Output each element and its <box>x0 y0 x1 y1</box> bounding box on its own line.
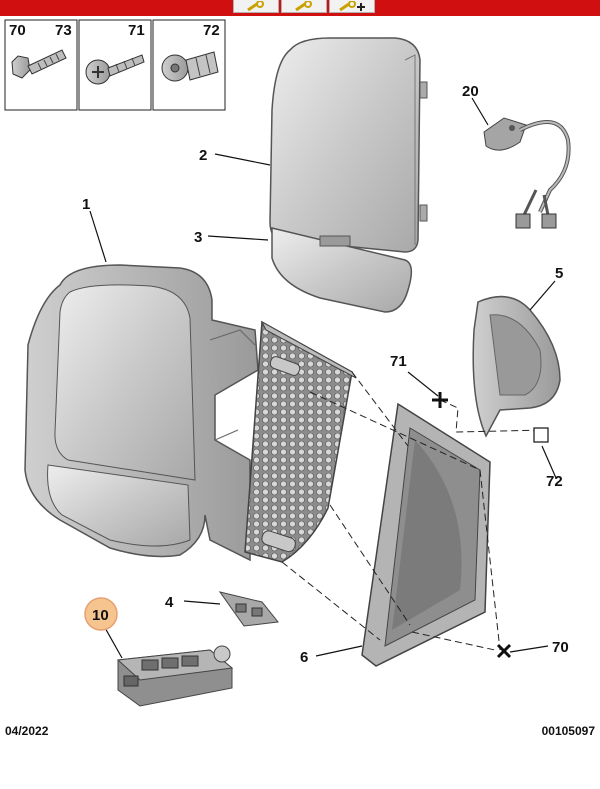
part-2-upper-glass <box>269 37 428 253</box>
leader-lines <box>89 97 557 659</box>
callout-6[interactable]: 6 <box>300 649 308 666</box>
callout-71[interactable]: 71 <box>390 353 407 370</box>
fastener-legend: 70 73 71 72 <box>4 19 226 111</box>
footer-date: 04/2022 <box>5 724 49 738</box>
callout-20[interactable]: 20 <box>462 83 479 100</box>
callout-2[interactable]: 2 <box>199 147 207 164</box>
marker-plus-icon <box>432 392 448 408</box>
legend-label-70: 70 <box>9 22 26 39</box>
part-6-frame <box>361 402 491 667</box>
wrench-key-plus-icon <box>339 0 365 11</box>
part-20-sensor-harness <box>483 117 571 229</box>
assembly-guide-lines <box>281 371 549 651</box>
hex-bolt-icon <box>11 49 67 79</box>
legend-label-72: 72 <box>203 22 220 39</box>
callout-1[interactable]: 1 <box>82 196 90 213</box>
wrench-key-icon <box>295 0 312 11</box>
wrench-key-icon <box>247 0 264 11</box>
callout-10[interactable]: 10 <box>92 607 109 624</box>
toolbar-button-3[interactable] <box>329 0 375 13</box>
part-5-cap <box>472 295 561 438</box>
part-1-mirror-housing <box>24 264 259 562</box>
callout-70[interactable]: 70 <box>552 639 569 656</box>
mirror-motor-plate <box>244 320 357 563</box>
toolbar-button-2[interactable] <box>281 0 327 13</box>
legend-label-71: 71 <box>128 22 145 39</box>
marker-square-icon <box>533 427 549 443</box>
callout-10-highlight[interactable] <box>84 597 118 631</box>
screw-icon <box>85 54 145 85</box>
footer-reference: 00105097 <box>541 724 595 738</box>
marker-cross-icon <box>496 643 512 659</box>
callout-5[interactable]: 5 <box>555 265 563 282</box>
part-3-lower-glass <box>271 227 413 313</box>
callout-4[interactable]: 4 <box>165 594 174 611</box>
toolbar-button-1[interactable] <box>233 0 279 13</box>
part-4-cover <box>218 591 279 627</box>
callout-3[interactable]: 3 <box>194 229 202 246</box>
part-10-mirror-switch <box>116 645 234 707</box>
legend-label-73: 73 <box>55 22 72 39</box>
callout-72[interactable]: 72 <box>546 473 563 490</box>
push-clip-icon <box>161 51 219 82</box>
